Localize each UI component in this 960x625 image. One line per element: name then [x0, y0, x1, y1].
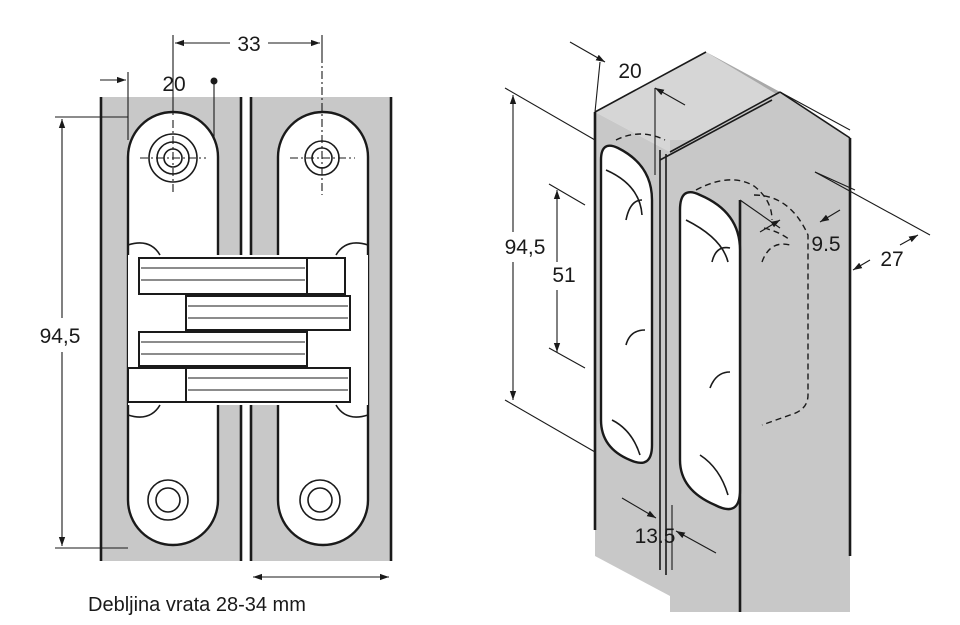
- dimension-20: 20: [100, 72, 218, 140]
- dimension-33: 33: [172, 33, 323, 115]
- iso-dimension-9-5: 9.5: [739, 171, 856, 256]
- iso-dim-20-label: 20: [618, 60, 641, 83]
- hinge-knuckle-block: [127, 242, 369, 418]
- dimension-94-5-front: 94,5: [40, 116, 128, 549]
- iso-left-slot: [599, 144, 654, 465]
- iso-dimension-94-5: 94,5: [505, 87, 596, 453]
- right-bottom-screw-hole: [299, 479, 341, 521]
- door-thickness-caption: Debljina vrata 28-34 mm: [88, 594, 306, 616]
- iso-dim-51-label: 51: [552, 264, 575, 287]
- iso-dimension-51: 51: [548, 183, 586, 369]
- iso-right-slot: [678, 190, 742, 511]
- dim-33-label: 33: [237, 33, 260, 56]
- front-view: 33 20 94,5 Debljina vrata 28-34 mm: [40, 33, 393, 616]
- iso-dim-94-5-label: 94,5: [505, 236, 546, 259]
- dim-20-label: 20: [162, 73, 185, 96]
- isometric-view: 20 94,5 51 9.5: [505, 41, 931, 612]
- iso-dimension-27: 27: [779, 91, 931, 271]
- left-bottom-screw-hole: [147, 479, 189, 521]
- iso-dimension-20: 20: [569, 41, 686, 175]
- iso-dim-13-5-label: 13.5: [635, 525, 676, 548]
- iso-dim-9-5-label: 9.5: [811, 233, 840, 256]
- iso-dim-27-label: 27: [880, 248, 903, 271]
- dim-94-5-label: 94,5: [40, 325, 81, 348]
- iso-dimension-13-5: 13.5: [621, 497, 717, 570]
